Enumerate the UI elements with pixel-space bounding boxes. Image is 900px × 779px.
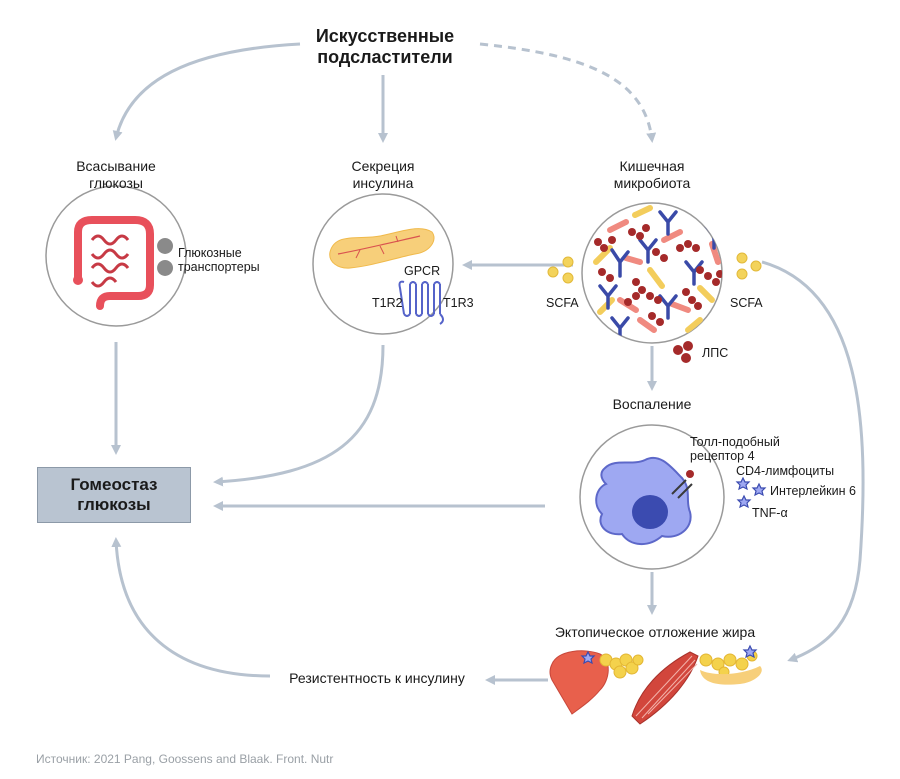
tlr4-icon [671,470,694,499]
glucose-homeostasis-label: Гомеостаз глюкозы [70,475,158,514]
intestine-icon [74,216,154,310]
microbiota-illustration [547,202,762,363]
gpcr-receptor-icon [398,280,444,325]
nucleus-icon [632,495,668,529]
label-scfa-left: SCFA [546,296,579,310]
node-glucose-absorption: Всасывание глюкозы [76,158,156,191]
glucose-transporter-icon [157,238,174,254]
ectopic-fat-illustration [549,644,762,725]
glucose-homeostasis-box: Гомеостаз глюкозы [37,467,191,523]
source-citation: Источник: 2021 Pang, Goossens and Blaak.… [36,752,334,766]
label-tnf-alpha: TNF-α [752,506,788,520]
label-glucose-transporters: Глюкозные транспортеры [178,246,260,274]
fat-deposit-liver [599,653,644,679]
arrows [111,42,865,685]
bacteria-y-shaped [598,210,722,342]
node-insulin-resistance: Резистентность к инсулину [289,670,465,686]
label-tlr4: Толл-подобный рецептор 4 [690,435,780,463]
cytokine-icons [735,476,767,509]
muscle-icon [631,651,699,725]
scfa-left-icon [547,256,574,284]
label-cd4-lymphocytes: CD4-лимфоциты [736,464,835,478]
label-gpcr: GPCR [404,264,441,278]
label-lps: ЛПС [702,346,729,360]
pancreas-illustration [312,193,454,335]
label-t1r3: T1R3 [443,296,474,310]
lps-icon [673,341,693,363]
node-inflammation: Воспаление [612,396,692,412]
arrow-scfa-to-ectopic-fat [761,260,865,663]
arrow-secretion-to-homeostasis [213,344,385,487]
node-insulin-secretion: Секреция инсулина [351,158,415,191]
scfa-right-icon [736,252,762,280]
pancreas-small-icon [700,666,762,685]
diagram-title: Искусственные подсластители [315,26,455,67]
arrow-to-microbiota-dashed [479,42,657,143]
label-t1r2: T1R2 [372,296,403,310]
bacteria-cocci-chains [594,224,722,326]
label-interleukin-6: Интерлейкин 6 [770,484,856,498]
node-ectopic-fat: Эктопическое отложение жира [554,624,756,640]
intestine-illustration [45,185,187,327]
immune-cell-illustration [579,424,767,570]
node-gut-microbiota: Кишечная микробиота [613,158,691,191]
arrow-resistance-to-homeostasis [111,537,271,678]
liver-icon [549,650,609,715]
label-scfa-right: SCFA [730,296,763,310]
arrow-to-absorption [112,42,301,141]
